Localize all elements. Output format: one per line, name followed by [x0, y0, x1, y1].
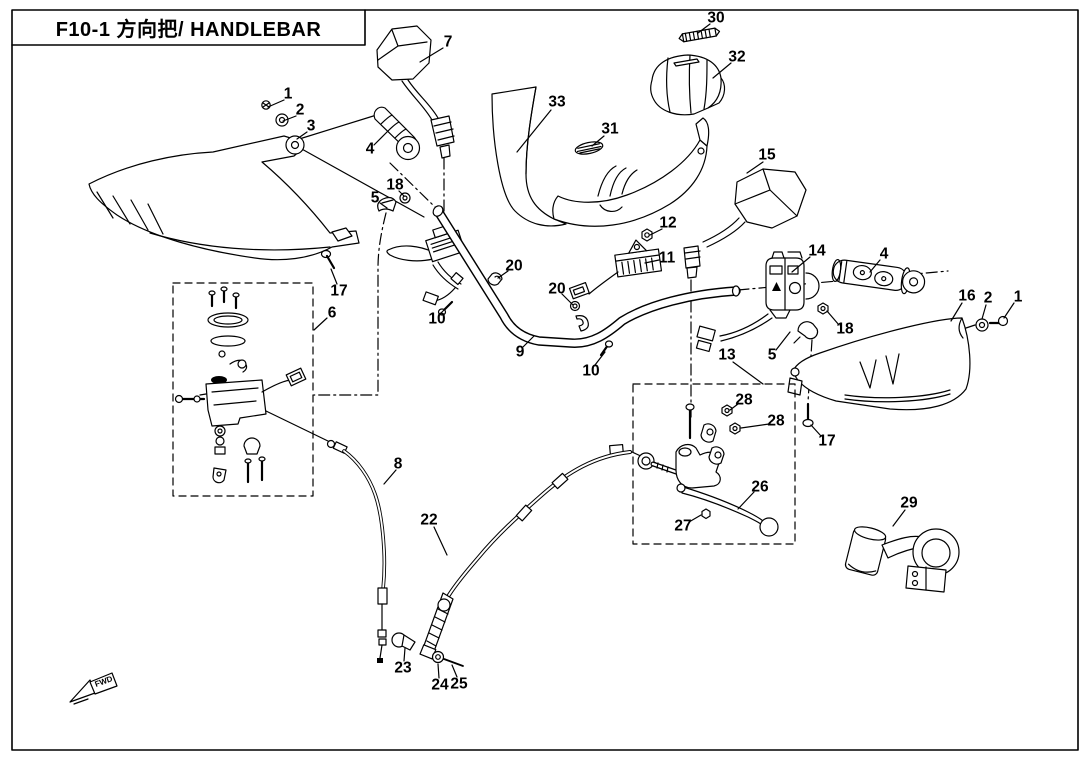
page-frame [11, 9, 1079, 751]
part-callout-28: 28 [735, 391, 753, 409]
right-bolt-1 [988, 315, 1009, 327]
part-callout-5: 5 [370, 189, 380, 207]
part-callout-6: 6 [327, 304, 337, 322]
part-callout-13: 13 [718, 346, 736, 364]
left-bolt-1 [261, 100, 271, 110]
brake-light-switch [568, 239, 663, 300]
pin-25 [443, 658, 464, 667]
part-callout-27: 27 [674, 517, 692, 535]
part-callout-3: 3 [306, 117, 316, 135]
left-nut-18 [399, 192, 411, 204]
part-callout-22: 22 [420, 511, 438, 529]
part-callout-24: 24 [431, 676, 449, 694]
alignment-lines [265, 112, 976, 464]
part-callout-9: 9 [515, 343, 525, 361]
logo-badge [574, 141, 604, 155]
part-callout-16: 16 [958, 287, 976, 305]
left-handguard-bolt-17 [320, 249, 336, 270]
part-callout-28: 28 [767, 412, 785, 430]
switch-housing [695, 251, 820, 353]
fwd-arrow-icon: FWD [69, 672, 118, 705]
part-callout-17: 17 [330, 282, 348, 300]
part-callout-2: 2 [983, 289, 993, 307]
part-callout-18: 18 [836, 320, 854, 338]
left-handguard [88, 135, 360, 261]
right-clamp-5 [793, 321, 819, 344]
part-callout-23: 23 [394, 659, 412, 677]
part-callout-30: 30 [707, 9, 725, 27]
assembled-master-cylinder [386, 225, 466, 306]
part-callout-29: 29 [900, 494, 918, 512]
left-clamp-5 [377, 196, 397, 212]
upper-cover [650, 54, 726, 116]
part-callout-26: 26 [751, 478, 769, 496]
clutch-cable [419, 443, 632, 660]
part-callout-20: 20 [505, 257, 523, 275]
right-grip [831, 258, 926, 295]
handlebar-riser [844, 526, 960, 593]
cable-end-23 [391, 632, 416, 651]
part-callout-33: 33 [548, 93, 566, 111]
part-callout-10: 10 [428, 310, 446, 328]
left-grip [373, 106, 421, 161]
left-mirror [376, 25, 455, 159]
right-washer-2 [975, 318, 989, 332]
part-callout-1: 1 [1013, 288, 1023, 306]
part-callout-2: 2 [295, 101, 305, 119]
part-callout-5: 5 [767, 346, 777, 364]
part-callout-20: 20 [548, 280, 566, 298]
handlebar-clamp-20-right [569, 300, 589, 332]
part-callout-8: 8 [393, 455, 403, 473]
alignment-centerlines [313, 157, 949, 418]
master-cylinder-kit-box [172, 282, 314, 497]
part-callout-25: 25 [450, 675, 468, 693]
right-nut-18 [817, 302, 829, 315]
left-washer-2 [275, 113, 289, 127]
part-callout-18: 18 [386, 176, 404, 194]
right-mirror [683, 168, 807, 279]
handlebar-clamp-20-left [487, 272, 503, 286]
page-title: F10-1 方向把/ HANDLEBAR [55, 19, 322, 41]
part-callout-31: 31 [601, 120, 619, 138]
right-handguard [787, 317, 971, 411]
part-callout-17: 17 [818, 432, 836, 450]
part-callout-12: 12 [659, 214, 677, 232]
nut-12 [641, 228, 653, 242]
right-handguard-bolt-17 [802, 402, 814, 428]
part-callout-7: 7 [443, 33, 453, 51]
handlebar-tube [432, 205, 741, 348]
part-callout-15: 15 [758, 146, 776, 164]
washer-24 [431, 650, 445, 664]
clutch-lever-box [632, 383, 796, 545]
trim-strip [678, 27, 721, 43]
handlebar-bolt-10-right [599, 340, 614, 357]
part-callout-14: 14 [808, 242, 826, 260]
part-callout-11: 11 [658, 249, 676, 267]
callout-leader-lines [267, 23, 1015, 679]
part-callout-4: 4 [879, 245, 889, 263]
brake-hose [326, 439, 388, 663]
part-callout-1: 1 [283, 85, 293, 103]
part-callout-10: 10 [582, 362, 600, 380]
part-callout-32: 32 [728, 48, 746, 66]
part-callout-4: 4 [365, 140, 375, 158]
